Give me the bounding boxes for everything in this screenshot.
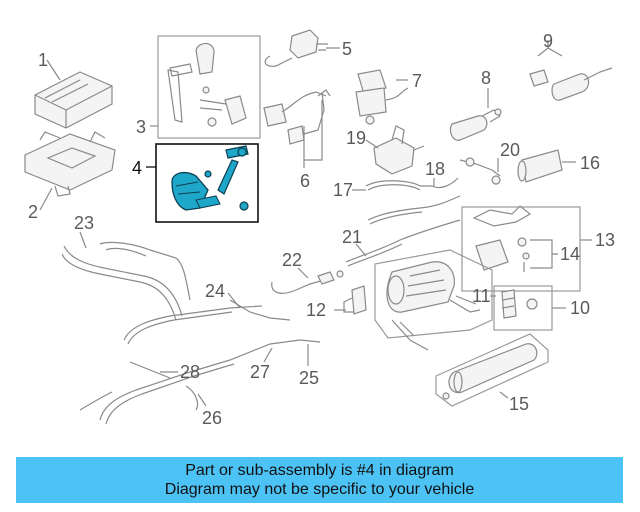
callout-26: 26: [202, 408, 222, 428]
callout-22: 22: [282, 250, 302, 270]
part-4-highlighted-sensor: [171, 145, 249, 211]
callout-12: 12: [306, 300, 326, 320]
part-15-dryer: [442, 343, 538, 400]
part-3-level-sensor: [167, 42, 247, 127]
part-11-damper: [501, 289, 538, 319]
part-20-sensor: [459, 157, 501, 185]
callout-27: 27: [250, 362, 270, 382]
callout-15: 15: [509, 394, 529, 414]
callout-25: 25: [299, 368, 319, 388]
part-22-sensor: [271, 270, 344, 294]
callout-13: 13: [595, 230, 615, 250]
part-7-valve-unit: [355, 69, 409, 125]
callout-3: 3: [136, 117, 146, 137]
part-21-air-line: [345, 219, 461, 267]
callout-1: 1: [38, 50, 48, 70]
part-5-connector: [264, 29, 328, 67]
callout-11: 11: [472, 286, 491, 306]
part-1-control-module: [34, 59, 113, 129]
part-16-accumulator: [517, 149, 563, 183]
part-23-air-line: [61, 241, 191, 321]
callout-19: 19: [346, 128, 366, 148]
callout-5: 5: [342, 39, 352, 59]
part-15-group-box: [435, 333, 549, 407]
info-banner: Part or sub-assembly is #4 in diagram Di…: [16, 457, 623, 503]
callout-4: 4: [132, 158, 142, 178]
part-6-wiring-harness: [263, 89, 331, 145]
part-4-group-box: [155, 143, 259, 223]
part-12-bracket: [343, 285, 367, 315]
callout-16: 16: [580, 153, 600, 173]
part-8-key: [449, 88, 502, 141]
banner-line-2: Diagram may not be specific to your vehi…: [164, 481, 475, 498]
callout-20: 20: [500, 140, 520, 160]
part-13-air-supply: [472, 205, 532, 272]
callout-8: 8: [481, 68, 491, 88]
part-3-group-box: [157, 35, 261, 139]
callout-9: 9: [543, 31, 553, 51]
banner-line-1: Part or sub-assembly is #4 in diagram: [185, 462, 454, 479]
compressor-assembly: [386, 261, 481, 351]
compressor-outline: [374, 249, 493, 339]
callout-17: 17: [333, 180, 353, 200]
callout-10: 10: [570, 298, 590, 318]
callout-6: 6: [300, 171, 310, 191]
parts-diagram: 1 2 3 4 5: [24, 29, 615, 428]
callout-23: 23: [74, 213, 94, 233]
callout-2: 2: [28, 202, 38, 222]
part-19-bracket-assembly: [373, 125, 425, 175]
callout-28: 28: [180, 362, 200, 382]
part-2-bracket: [24, 131, 116, 211]
callout-14: 14: [560, 244, 580, 264]
callout-7: 7: [412, 71, 422, 91]
part-17-18-air-lines: [365, 177, 461, 225]
callout-21: 21: [342, 227, 362, 247]
callout-18: 18: [425, 159, 445, 179]
callout-24: 24: [205, 281, 225, 301]
part-9-remote-key: [529, 40, 613, 101]
parts-24-28-air-lines: [79, 299, 321, 425]
